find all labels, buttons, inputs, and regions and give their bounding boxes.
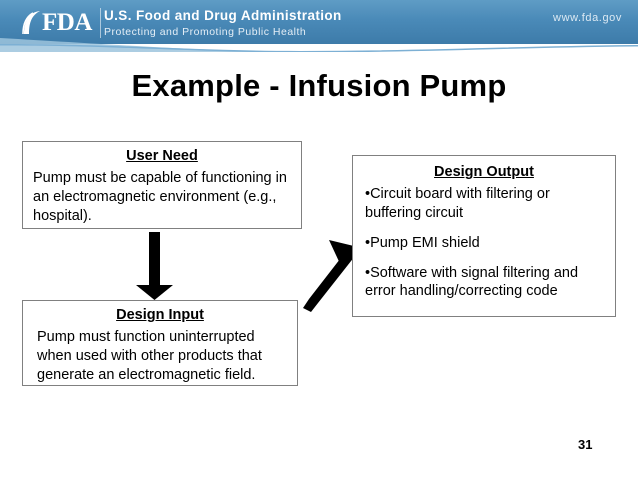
header-divider [100, 8, 101, 38]
fda-logo: FDA [22, 8, 92, 38]
box-design-output-bullet-1: •Circuit board with filtering or bufferi… [365, 186, 550, 221]
header-background-band [0, 0, 638, 44]
agency-subtitle: Protecting and Promoting Public Health [104, 26, 307, 38]
fda-swirl-icon [22, 11, 40, 35]
box-user-need-heading: User Need [126, 148, 198, 164]
down-arrow-user-need-to-design-input [136, 232, 173, 300]
box-design-input: Design Input Pump must function uninterr… [22, 300, 298, 386]
box-user-need: User Need Pump must be capable of functi… [22, 141, 302, 229]
page-number: 31 [578, 437, 593, 452]
page-title: Example - Infusion Pump [131, 68, 507, 103]
agency-title: U.S. Food and Drug Administration [104, 8, 342, 23]
agency-website-url: www.fda.gov [553, 12, 622, 24]
box-design-output: Design Output •Circuit board with filter… [352, 155, 616, 317]
box-user-need-body: Pump must be capable of functioning in a… [33, 170, 287, 224]
box-design-input-body: Pump must function uninterrupted when us… [37, 329, 262, 383]
box-design-input-heading: Design Input [116, 307, 204, 323]
box-design-output-heading: Design Output [434, 164, 534, 180]
box-design-output-bullet-2: •Pump EMI shield [365, 234, 480, 251]
fda-logo-text: FDA [42, 9, 92, 36]
box-design-output-bullet-3: •Software with signal filtering and erro… [365, 264, 579, 300]
header-swoosh-decoration [0, 38, 638, 52]
diagonal-arrow-design-input-to-design-output [303, 240, 358, 312]
fda-header-banner: FDA U.S. Food and Drug Administration Pr… [0, 0, 638, 52]
